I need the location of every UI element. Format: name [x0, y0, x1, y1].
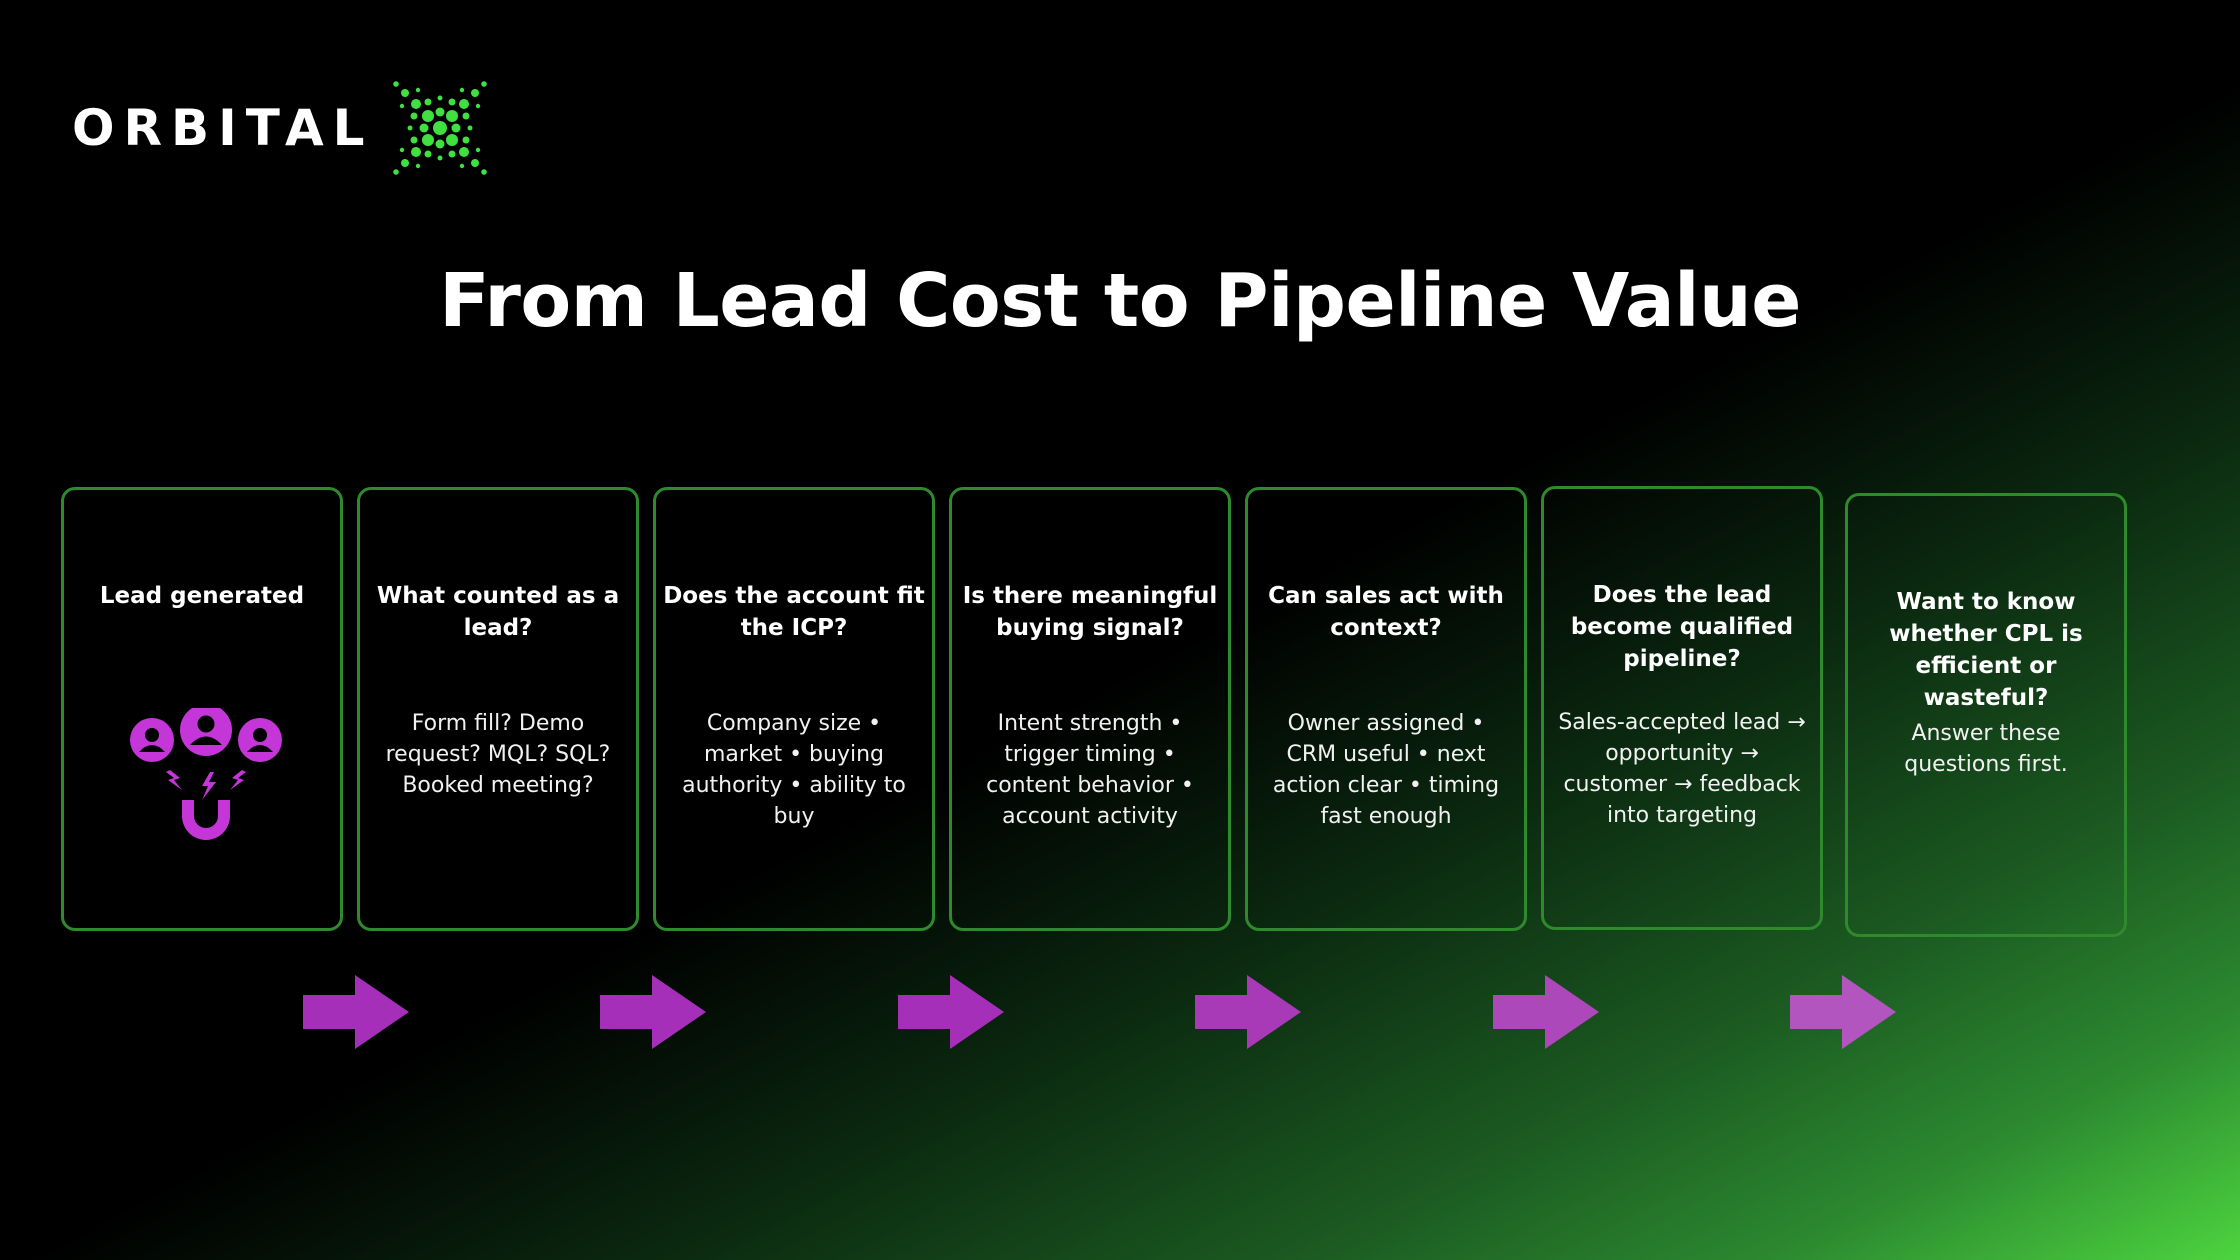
step-title: Can sales act with context?	[1268, 583, 1504, 641]
step-card-cpl-question: Want to know whether CPL is efficient or…	[1845, 493, 2127, 937]
step-card-lead-generated: Lead generated	[61, 487, 343, 931]
flow-arrow-icon	[303, 975, 409, 1049]
flow-arrow-icon	[1493, 975, 1599, 1049]
flow-arrow-icon	[600, 975, 706, 1049]
step-card-lead-definition: What counted as a lead? Form fill? Demo …	[357, 487, 639, 931]
step-card-sales-context: Can sales act with context? Owner assign…	[1245, 487, 1527, 931]
step-title: Lead generated	[99, 583, 305, 609]
flow-arrow-icon	[1790, 975, 1896, 1049]
lead-magnet-icon	[130, 708, 282, 840]
x-dots-logo-icon	[392, 81, 487, 175]
slide-title: From Lead Cost to Pipeline Value	[439, 258, 1801, 344]
flow-arrow-icon	[1195, 975, 1301, 1049]
step-body: Answer these questions first.	[1904, 721, 2068, 777]
step-card-qualified-pipeline: Does the lead become qualified pipeline?…	[1541, 486, 1823, 930]
step-body: Owner assigned • CRM useful • next actio…	[1272, 711, 1500, 829]
step-card-buying-signal: Is there meaningful buying signal? Inten…	[949, 487, 1231, 931]
step-title: Does the account fit the ICP?	[663, 583, 925, 641]
step-body: Intent strength • trigger timing • conte…	[986, 711, 1194, 829]
flow-arrow-icon	[898, 975, 1004, 1049]
step-body: Sales-accepted lead → opportunity → cust…	[1558, 710, 1806, 828]
step-body: Form fill? Demo request? MQL? SQL? Booke…	[385, 711, 611, 798]
brand-logo: ORBITAL	[72, 76, 492, 180]
brand-name: ORBITAL	[72, 99, 374, 157]
step-title: Is there meaningful buying signal?	[962, 583, 1218, 641]
step-title: What counted as a lead?	[376, 583, 620, 641]
step-title: Want to know whether CPL is efficient or…	[1889, 589, 2083, 711]
step-title: Does the lead become qualified pipeline?	[1570, 582, 1794, 672]
step-body: Company size • market • buying authority…	[682, 711, 906, 829]
step-card-icp-fit: Does the account fit the ICP? Company si…	[653, 487, 935, 931]
